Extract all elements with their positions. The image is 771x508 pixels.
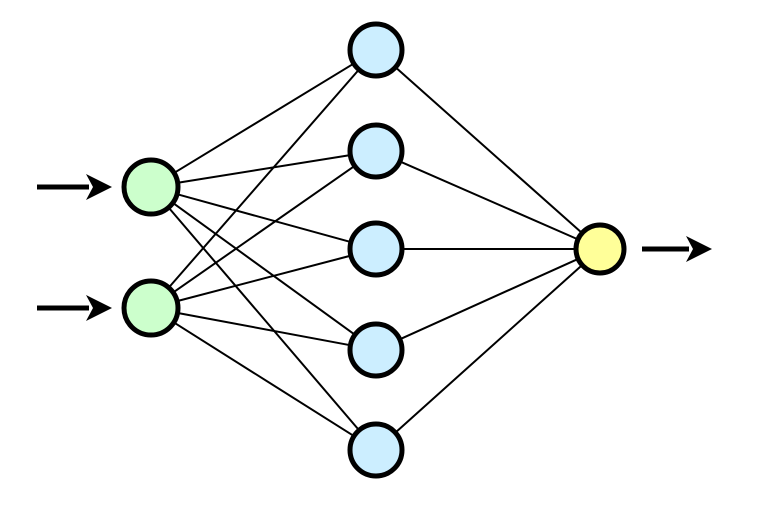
node-h2[interactable] xyxy=(347,122,405,180)
output-arrow-1 xyxy=(642,236,712,262)
output-layer-node-1[interactable] xyxy=(573,222,627,276)
edge-i1-h4 xyxy=(172,202,356,336)
edge-i2-h1 xyxy=(168,69,360,288)
edge-i2-h5 xyxy=(173,321,355,437)
hidden-layer-node-3[interactable] xyxy=(347,220,405,278)
input-arrow-1 xyxy=(37,174,112,200)
input-arrow-2 xyxy=(37,295,112,321)
input-arrow-2-head-icon xyxy=(86,295,112,321)
node-o1[interactable] xyxy=(573,222,627,276)
input-arrow-1-head-icon xyxy=(86,174,112,200)
edge-i2-h4 xyxy=(177,312,351,347)
edge-i2-h2 xyxy=(172,165,355,293)
nodes-group xyxy=(121,21,627,479)
edge-h4-o1 xyxy=(399,258,579,340)
edges-group xyxy=(168,63,583,437)
node-h4[interactable] xyxy=(347,321,405,379)
io-arrows-group xyxy=(37,174,712,321)
hidden-layer-node-5[interactable] xyxy=(347,421,405,479)
edge-h2-o1 xyxy=(399,160,579,240)
hidden-layer-node-2[interactable] xyxy=(347,122,405,180)
node-h1[interactable] xyxy=(347,21,405,79)
edge-i2-h3 xyxy=(177,254,351,302)
input-layer-node-1[interactable] xyxy=(121,157,181,217)
edge-i1-h2 xyxy=(177,154,351,184)
input-layer-node-2[interactable] xyxy=(121,278,181,338)
edge-i1-h3 xyxy=(176,193,351,243)
edge-i1-h1 xyxy=(173,63,354,174)
node-h5[interactable] xyxy=(347,421,405,479)
node-i2[interactable] xyxy=(121,278,181,338)
node-h3[interactable] xyxy=(347,220,405,278)
edge-h1-o1 xyxy=(395,66,583,234)
node-i1[interactable] xyxy=(121,157,181,217)
hidden-layer-node-1[interactable] xyxy=(347,21,405,79)
edge-h5-o1 xyxy=(395,264,583,433)
edge-i1-h5 xyxy=(168,207,360,431)
output-arrow-1-head-icon xyxy=(686,236,712,262)
hidden-layer-node-4[interactable] xyxy=(347,321,405,379)
